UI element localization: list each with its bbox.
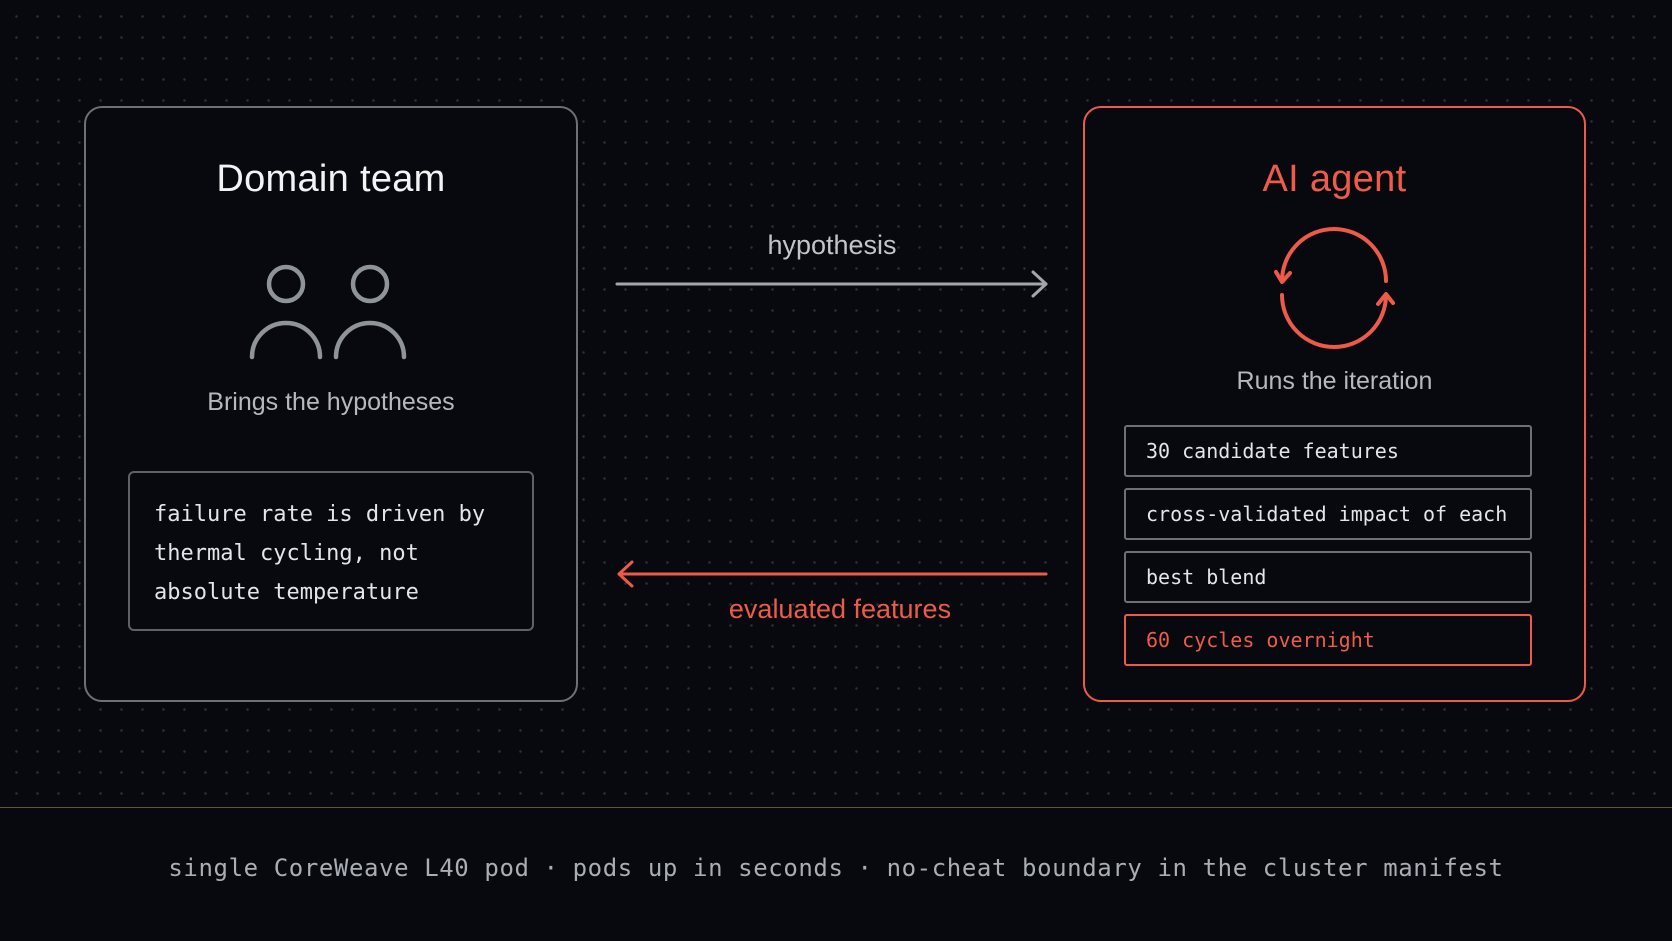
footer-item: single CoreWeave L40 pod — [168, 853, 530, 882]
evaluated-features-arrow-label: evaluated features — [728, 594, 952, 624]
list-item: cross-validated impact of each — [1124, 488, 1532, 540]
hypothesis-example-box: failure rate is driven by thermal cyclin… — [128, 471, 534, 631]
ai-agent-subtitle: Runs the iteration — [1236, 367, 1433, 395]
footer-item: no-cheat boundary in the cluster manifes… — [886, 853, 1504, 882]
footer-caption: single CoreWeave L40 pod · pods up in seco… — [168, 854, 1503, 882]
hypothesis-line: thermal cycling, not — [154, 541, 419, 566]
list-item-highlight: 60 cycles overnight — [1124, 614, 1532, 666]
agent-output-list: 30 candidate features cross-validated im… — [1124, 425, 1532, 677]
list-item: best blend — [1124, 551, 1532, 603]
footer-item: pods up in seconds — [572, 853, 844, 882]
domain-team-subtitle: Brings the hypotheses — [207, 388, 455, 416]
ai-agent-card: AI agent Runs the iteration 30 candidate… — [1083, 106, 1586, 702]
footer: single CoreWeave L40 pod · pods up in seco… — [0, 808, 1672, 941]
hypothesis-arrow — [615, 270, 1048, 298]
list-item: 30 candidate features — [1124, 425, 1532, 477]
footer-separator: · — [857, 853, 873, 882]
hypothesis-line: failure rate is driven by — [154, 502, 486, 527]
footer-divider — [0, 807, 1672, 808]
domain-team-card: Domain team Brings the hypotheses failur… — [84, 106, 578, 702]
ai-agent-title: AI agent — [1262, 158, 1407, 200]
hypothesis-arrow-label: hypothesis — [767, 230, 897, 260]
domain-team-title: Domain team — [216, 158, 446, 200]
evaluated-features-arrow — [617, 560, 1048, 588]
people-icon — [249, 264, 407, 360]
cycle-arrows-icon — [1274, 227, 1395, 349]
hypothesis-line: absolute temperature — [154, 580, 419, 605]
footer-separator: · — [543, 853, 559, 882]
